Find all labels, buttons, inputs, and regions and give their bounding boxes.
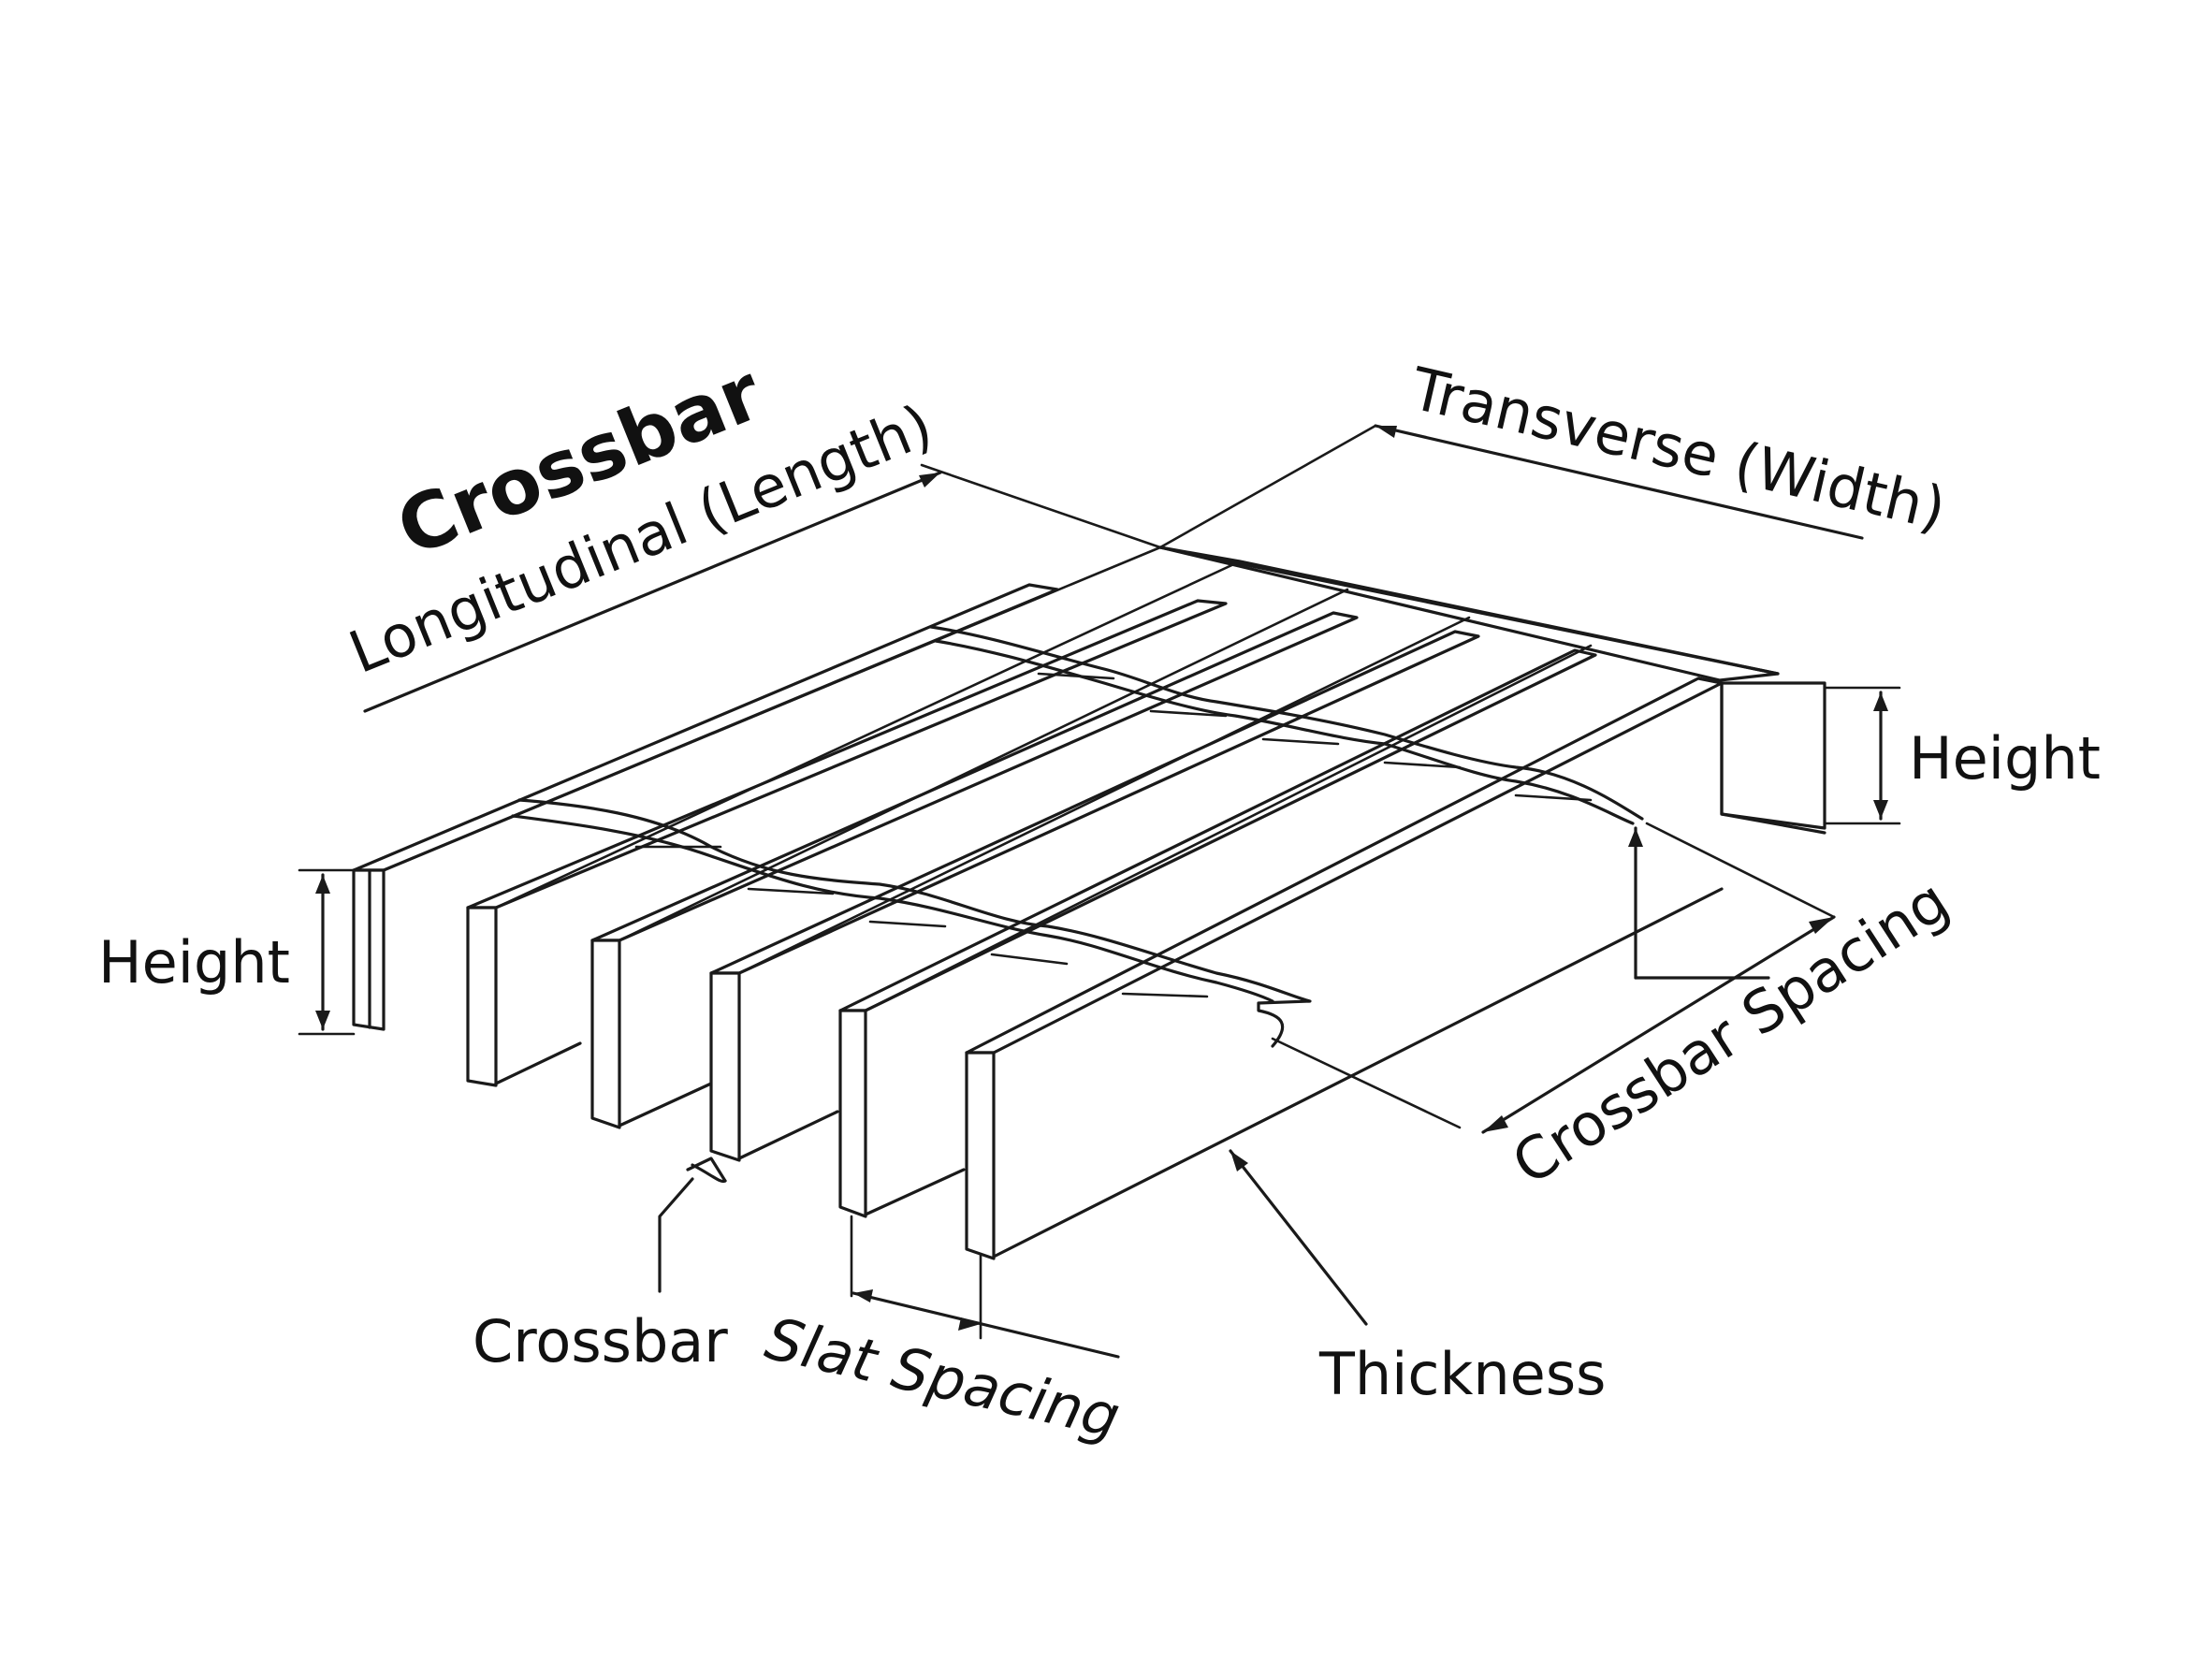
label-transverse: Transverse (Width)	[1404, 354, 1952, 543]
crossbar-bottom-leader	[658, 1157, 727, 1293]
slat-spacing-dimension	[850, 1215, 1120, 1359]
thickness-leader	[1229, 1149, 1368, 1326]
label-height-left: Height	[98, 928, 290, 997]
height-right-dimension	[1823, 686, 1901, 825]
label-crossbar-bottom: Crossbar	[473, 1307, 728, 1375]
transverse-dimension	[1158, 424, 1864, 549]
back-edge	[1158, 546, 1780, 682]
crossbar-spacing-leader	[1628, 826, 1770, 980]
label-thickness: Thickness	[1318, 1340, 1606, 1408]
slat-3	[590, 611, 1359, 1129]
height-left-dimension	[298, 868, 356, 1036]
crossbar-front	[511, 798, 1312, 1048]
slat-2	[466, 599, 1228, 1087]
label-crossbar-spacing: Crossbar Spacing	[1500, 866, 1960, 1199]
right-end-block	[1720, 681, 1826, 835]
slat-6	[965, 677, 1724, 1260]
crossbar-spacing-dimension	[1271, 822, 1836, 1134]
crossbar-back	[929, 625, 1644, 825]
label-height-right: Height	[1909, 724, 2101, 793]
label-slat-spacing: Slat Spacing	[760, 1303, 1127, 1451]
longitudinal-dimension	[363, 463, 1162, 713]
